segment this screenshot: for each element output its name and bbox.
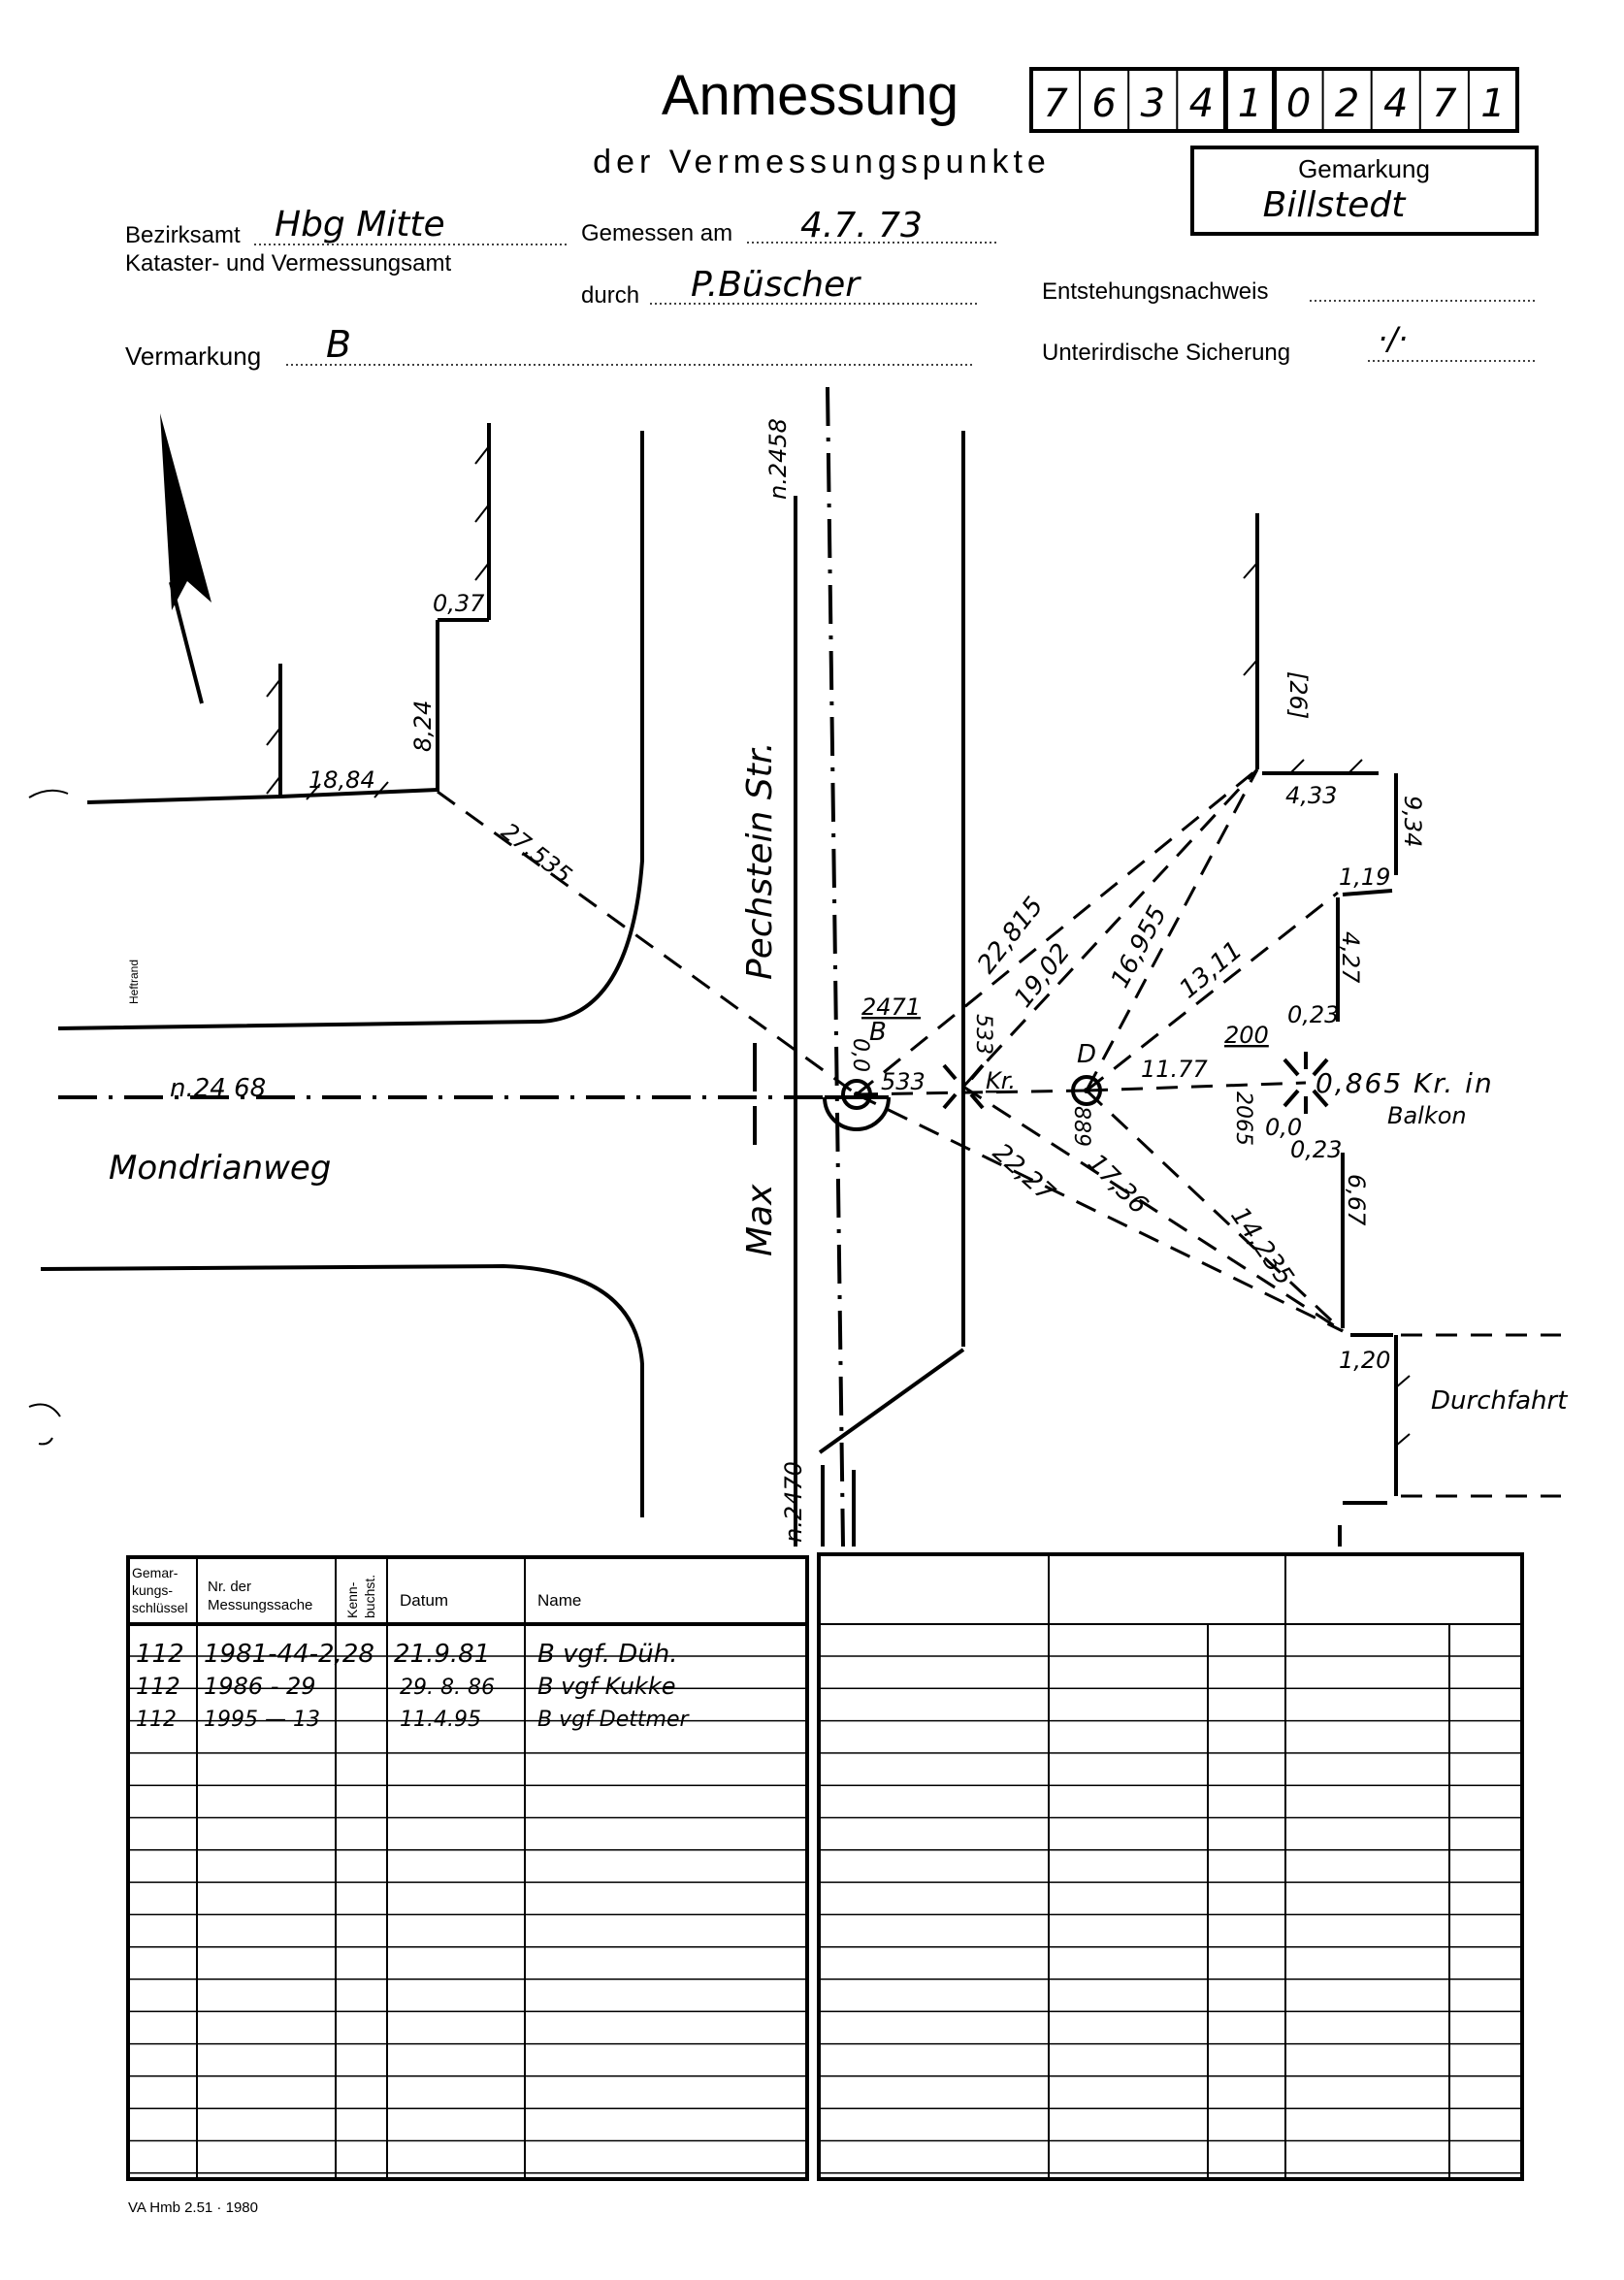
sketch: 0,37 8,24 18,84 27,535 n.2458 Pechstein … — [28, 386, 1568, 1547]
label-6-67: 6,67 — [1343, 1174, 1370, 1226]
cell-messungssache: 1986 - 29 — [204, 1673, 316, 1700]
street-mondrianweg: Mondrianweg — [109, 1149, 331, 1188]
vermarkung-value: B — [326, 323, 351, 366]
header-gemarkung-1: Gemar- — [132, 1565, 179, 1580]
label-0-865-kr-in: 0,865 Kr. in — [1315, 1067, 1494, 1099]
number-digit: 4 — [1383, 81, 1408, 126]
table-row: 112 1981-44-2,28 21.9.81 B vgf. Düh. — [136, 1640, 677, 1669]
label-0-37: 0,37 — [433, 590, 485, 617]
header-messungssache-2: Messungssache — [208, 1597, 312, 1613]
bezirksamt-label: Bezirksamt — [125, 222, 241, 248]
entstehung-label: Entstehungsnachweis — [1042, 278, 1268, 305]
label-durchfahrt: Durchfahrt — [1431, 1386, 1568, 1416]
cell-name: B vgf Kukke — [537, 1673, 675, 1700]
label-18-84: 18,84 — [309, 766, 375, 794]
gemarkung-box: Gemarkung Billstedt — [1190, 146, 1539, 236]
records-table-continuation — [817, 1552, 1524, 2181]
cell-name: B vgf. Düh. — [537, 1640, 677, 1669]
table-row: 112 1986 - 29 29. 8. 86 B vgf Kukke — [136, 1673, 675, 1700]
number-digit: 1 — [1238, 81, 1262, 126]
durch-value: P.Büscher — [691, 265, 861, 305]
durch-label: durch — [581, 282, 639, 309]
label-16-955: 16,955 — [1106, 901, 1173, 993]
point-b-number: 2471 — [861, 993, 921, 1021]
gemessen-label: Gemessen am — [581, 220, 732, 246]
gemessen-value: 4.7. 73 — [800, 206, 923, 245]
point-d-label: D — [1077, 1040, 1096, 1069]
number-digit: 4 — [1189, 81, 1214, 126]
label-8-24: 8,24 — [409, 700, 437, 752]
heftrand-label: Heftrand — [127, 960, 141, 1004]
cell-messungssache: 1995 — 13 — [204, 1708, 320, 1732]
cell-schluessel: 112 — [136, 1708, 177, 1732]
cell-datum: 21.9.81 — [394, 1640, 490, 1669]
label-200: 200 — [1224, 1022, 1269, 1049]
number-digit: 3 — [1141, 81, 1165, 126]
gemarkung-label: Gemarkung — [1298, 154, 1430, 183]
number-digit: 7 — [1043, 81, 1068, 126]
parcel-n2470: n.2470 — [780, 1461, 807, 1543]
header-datum: Datum — [400, 1591, 448, 1610]
records-table: Gemar- kungs- schlüssel Nr. der Messungs… — [126, 1555, 809, 2181]
point-b-marker — [823, 1079, 891, 1131]
parcel-n2468: n.24 68 — [170, 1074, 266, 1103]
house-number: [26] — [1284, 671, 1312, 719]
label-533-b: 533 — [971, 1014, 995, 1055]
label-0-0-c: 0,0 — [1265, 1114, 1302, 1141]
label-0-23-a: 0,23 — [1287, 1001, 1339, 1028]
label-22-27: 22,27 — [987, 1138, 1060, 1208]
cell-name: B vgf Dettmer — [537, 1708, 691, 1732]
north-arrow-icon — [160, 413, 211, 704]
table-header: Gemar- kungs- schlüssel Nr. der Messungs… — [132, 1565, 581, 1618]
cell-schluessel: 112 — [136, 1673, 180, 1700]
gemarkung-value: Billstedt — [1263, 185, 1408, 225]
form-footer: VA Hmb 2.51 · 1980 — [128, 2199, 258, 2216]
label-balkon: Balkon — [1387, 1102, 1467, 1129]
form-subtitle: der Vermessungspunkte — [593, 144, 1051, 180]
header-name: Name — [537, 1591, 581, 1610]
header-kennbuchst-1: Kenn- — [344, 1581, 360, 1618]
street-pechstein: Pechstein Str. — [740, 741, 780, 980]
street-max: Max — [740, 1184, 780, 1256]
number-digit: 1 — [1480, 81, 1505, 126]
header-messungssache-1: Nr. der — [208, 1579, 251, 1595]
table-row: 112 1995 — 13 11.4.95 B vgf Dettmer — [136, 1708, 691, 1732]
label-4-33: 4,33 — [1285, 782, 1337, 809]
header-kennbuchst-2: buchst. — [362, 1575, 377, 1618]
cell-schluessel: 112 — [136, 1640, 184, 1669]
parcel-n2458: n.2458 — [764, 418, 792, 500]
header-gemarkung-2: kungs- — [132, 1582, 173, 1598]
point-kr-label: Kr. — [986, 1067, 1016, 1094]
bezirksamt-value: Hbg Mitte — [275, 205, 445, 244]
number-digit: 6 — [1091, 81, 1116, 126]
label-b-0-0: 0,0 — [848, 1038, 872, 1072]
balkon-marker — [1283, 1052, 1329, 1114]
label-2065: 2065 — [1231, 1091, 1255, 1146]
number-digit: 2 — [1335, 81, 1359, 126]
label-1-19: 1,19 — [1339, 863, 1390, 891]
sicherung-value: ·/· — [1378, 320, 1408, 357]
label-27-535: 27,535 — [496, 818, 576, 890]
vermarkung-label: Vermarkung — [125, 342, 261, 371]
form-title: Anmessung — [662, 64, 958, 127]
cell-datum: 11.4.95 — [400, 1708, 481, 1732]
label-4-27: 4,27 — [1337, 931, 1364, 984]
label-11-77: 11.77 — [1141, 1056, 1208, 1083]
cell-datum: 29. 8. 86 — [400, 1676, 495, 1700]
label-533-a: 533 — [881, 1068, 926, 1095]
number-digit: 0 — [1286, 81, 1311, 126]
header-gemarkung-3: schlüssel — [132, 1600, 188, 1615]
label-9-34: 9,34 — [1399, 796, 1426, 847]
kataster-label: Kataster- und Vermessungsamt — [125, 250, 451, 277]
sicherung-label: Unterirdische Sicherung — [1042, 340, 1290, 366]
label-889: 889 — [1069, 1106, 1093, 1147]
label-0-23-b: 0,23 — [1290, 1136, 1342, 1163]
number-digit: 7 — [1432, 81, 1457, 126]
point-b-letter: B — [869, 1018, 887, 1047]
cell-messungssache: 1981-44-2,28 — [204, 1640, 374, 1669]
label-1-20: 1,20 — [1339, 1347, 1390, 1374]
